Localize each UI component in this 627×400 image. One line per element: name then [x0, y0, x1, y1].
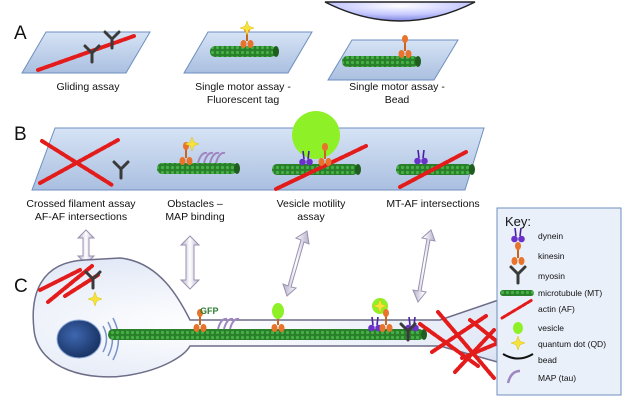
- gliding-actin: [36, 34, 136, 72]
- microtubule-a3: [342, 56, 418, 67]
- axon-microtubule: [108, 329, 424, 340]
- label-bead-line1: Single motor assay -: [349, 81, 445, 93]
- glass-slide-b: [31, 127, 485, 191]
- label-fluor-line1: Single motor assay -: [195, 81, 291, 93]
- panel-a: [21, 1, 476, 81]
- vesicle-icon: [513, 322, 523, 334]
- label-gliding-assay: Gliding assay: [56, 81, 120, 93]
- panel-b: [31, 111, 485, 191]
- map-tau-icon: [217, 317, 240, 330]
- key-label-map-tau: MAP (tau): [538, 373, 577, 383]
- double-arrow-icon: [412, 229, 436, 303]
- key-label-dynein: dynein: [538, 231, 564, 241]
- label-obstacles-line1: Obstacles –: [167, 198, 223, 210]
- label-crossed-line2: AF-AF intersections: [34, 211, 128, 223]
- key-label-actin: actin (AF): [538, 304, 575, 314]
- map-tau-icon: [197, 151, 226, 164]
- label-crossed-line1: Crossed filament assay: [26, 198, 136, 210]
- label-vesicle-line1: Vesicle motility: [276, 198, 346, 210]
- microtubule-b2: [157, 163, 237, 174]
- neuron-cell-body: [32, 257, 599, 391]
- panel-label-a: A: [14, 23, 27, 44]
- panel-c-neuron: [32, 257, 599, 391]
- double-arrow-icon: [282, 230, 310, 297]
- actin-icon: [500, 298, 534, 320]
- panel-label-b: B: [14, 124, 27, 145]
- label-mt-af: MT-AF intersections: [386, 198, 480, 210]
- bead-icon: [324, 1, 476, 22]
- label-fluor-line2: Fluorescent tag: [206, 94, 280, 106]
- microtubule-icon: [500, 290, 534, 296]
- microtubule-a2: [210, 46, 276, 57]
- key-label-vesicle: vesicle: [538, 323, 564, 333]
- label-vesicle-line2: assay: [297, 211, 325, 223]
- key-label-bead: bead: [538, 355, 557, 365]
- key-box: [496, 207, 622, 396]
- key-label-kinesin: kinesin: [538, 251, 565, 261]
- vesicle-icon: [272, 303, 284, 319]
- label-obstacles-line2: MAP binding: [165, 211, 225, 223]
- key-title: Key:: [505, 214, 532, 229]
- link-arrows: [76, 229, 436, 303]
- nucleus: [56, 319, 102, 359]
- key-label-microtubule: microtubule (MT): [538, 288, 603, 298]
- vesicle-icon: [292, 111, 340, 159]
- panel-label-c: C: [14, 276, 28, 297]
- label-bead-line2: Bead: [384, 94, 410, 106]
- gfp-label: GFP: [200, 306, 219, 316]
- key-label-quantum-dot: quantum dot (QD): [538, 339, 607, 349]
- bead-icon: [502, 353, 534, 360]
- map-tau-icon: [506, 369, 521, 384]
- key-label-myosin: myosin: [538, 271, 565, 281]
- double-arrow-icon: [179, 235, 201, 290]
